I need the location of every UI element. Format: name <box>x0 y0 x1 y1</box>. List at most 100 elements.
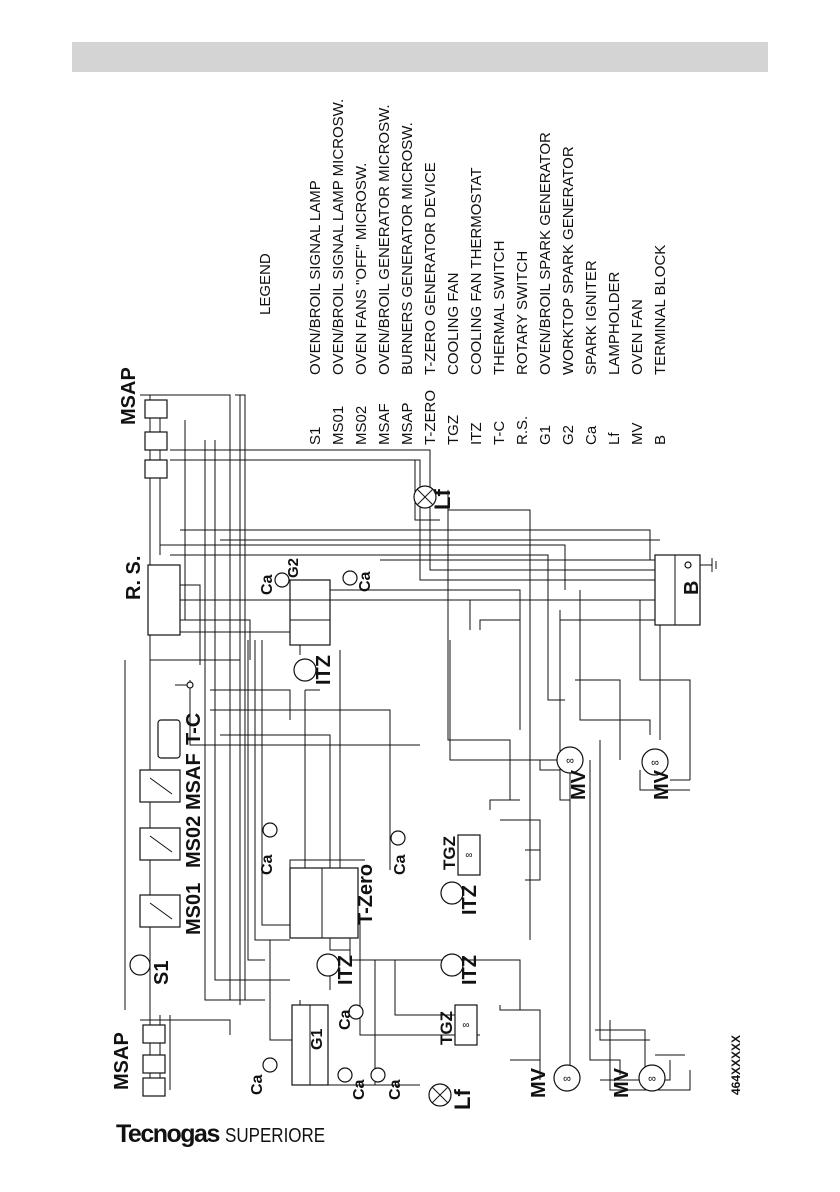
lf-label-bottom: Lf <box>450 1089 475 1110</box>
oven-fan-1: ∞ MV <box>556 746 590 800</box>
terminal-block: B <box>654 554 703 626</box>
ground-symbol <box>175 681 194 689</box>
legend-code: MSAP <box>399 402 416 445</box>
wiring <box>124 394 691 1091</box>
legend-desc: WORKTOP SPARK GENERATOR <box>560 146 577 375</box>
itz-label-2: ITZ <box>335 955 357 985</box>
spark-igniter-1: Ca <box>259 572 290 595</box>
svg-text:∞: ∞ <box>566 755 574 767</box>
cooling-fan-2: ∞ TGZ <box>437 1004 478 1046</box>
msaf-microswitch: MSAF <box>139 753 205 810</box>
legend-code: TGZ <box>445 415 462 445</box>
legend-code: MS02 <box>353 406 370 445</box>
document-code: 464XXXXX <box>729 1035 743 1095</box>
svg-text:Ca: Ca <box>357 571 374 592</box>
legend-desc: BURNERS GENERATOR MICROSW. <box>399 122 416 375</box>
cooling-fan-thermostat-3: ITZ <box>440 881 481 915</box>
svg-text:Ca: Ca <box>387 1079 404 1100</box>
svg-text:∞: ∞ <box>651 757 659 769</box>
worktop-spark-generator-g2: G2 <box>285 558 331 646</box>
legend-code: MV <box>629 423 646 446</box>
oven-fan-4: ∞ MV <box>611 1064 666 1098</box>
lampholder-top: Lf <box>413 485 455 510</box>
spark-igniter-3: Ca <box>259 822 278 875</box>
legend-desc: TERMINAL BLOCK <box>652 245 669 375</box>
legend-desc: OVEN/BROIL GENERATOR MICROSW. <box>376 104 393 375</box>
legend-code: B <box>652 435 669 445</box>
svg-text:∞: ∞ <box>648 1073 656 1085</box>
cooling-fan-1: ∞ TGZ <box>440 834 481 876</box>
thermal-switch-label: T-C <box>183 713 205 745</box>
tgz-label-2: TGZ <box>437 1011 456 1045</box>
brand-series: SUPERIORE <box>224 1125 325 1147</box>
legend-desc: SPARK IGNITER <box>583 260 600 375</box>
spark-igniter-6: Ca <box>249 1057 278 1095</box>
legend-code: T-C <box>491 421 508 445</box>
legend-desc: OVEN/BROIL SPARK GENERATOR <box>537 132 554 375</box>
msap-bottom-microswitch: MSAP <box>111 1024 166 1097</box>
cooling-fan-thermostat-2: ITZ <box>316 953 357 985</box>
svg-text:Ca: Ca <box>249 1074 266 1095</box>
g2-label: G2 <box>285 558 302 578</box>
spark-igniter-7: Ca <box>337 1067 368 1100</box>
legend-code: MS01 <box>330 406 347 445</box>
cooling-fan-thermostat-4: ITZ <box>440 953 481 985</box>
legend-desc: ROTARY SWITCH <box>514 251 531 375</box>
spark-igniter-2: Ca <box>342 570 374 592</box>
svg-text:Ca: Ca <box>259 854 276 875</box>
msap-top-label: MSAP <box>118 367 140 425</box>
legend-code: R.S. <box>514 416 531 445</box>
t-zero-label: T-Zero <box>355 864 377 925</box>
terminal-block-label: B <box>681 581 703 595</box>
svg-text:∞: ∞ <box>465 850 472 861</box>
legend-title: LEGEND <box>257 253 274 315</box>
mv-label-2: MV <box>651 769 673 800</box>
svg-text:Ca: Ca <box>337 1009 354 1030</box>
rotary-switch-label: R. S. <box>123 556 145 600</box>
spark-igniter-4: Ca <box>390 830 409 875</box>
itz-label-4: ITZ <box>459 955 481 985</box>
svg-text:Ca: Ca <box>392 854 409 875</box>
brand-logo: Tecnogas SUPERIORE <box>116 1120 343 1148</box>
legend-code: MSAF <box>376 403 393 445</box>
legend-desc: COOLING FAN <box>445 272 462 375</box>
mv-label-4: MV <box>611 1067 633 1098</box>
ms01-label: MS01 <box>183 883 205 935</box>
svg-text:∞: ∞ <box>563 1073 571 1085</box>
legend: LEGEND S1 OVEN/BROIL SIGNAL LAMP MS01 OV… <box>257 99 669 445</box>
mv-label-1: MV <box>568 769 590 800</box>
itz-label-1: ITZ <box>313 655 335 685</box>
msap-bottom-label: MSAP <box>111 1032 133 1090</box>
ms02-microswitch: MS02 <box>139 816 205 868</box>
rotary-switch: R. S. <box>123 556 181 636</box>
ms02-label: MS02 <box>183 816 205 868</box>
lampholder-bottom: Lf <box>428 1083 475 1110</box>
oven-fan-3: ∞ MV <box>528 1064 581 1098</box>
legend-code: Ca <box>583 425 600 445</box>
brand-name: Tecnogas <box>116 1120 220 1148</box>
g1-label: G1 <box>309 1029 326 1050</box>
legend-desc: T-ZERO GENERATOR DEVICE <box>422 162 439 375</box>
itz-label-3: ITZ <box>459 885 481 915</box>
mv-label-3: MV <box>528 1067 550 1098</box>
legend-code: S1 <box>307 427 324 445</box>
legend-code: Lf <box>606 432 623 445</box>
spark-igniter-8: Ca <box>370 1067 404 1100</box>
legend-desc: OVEN FANS "OFF" MICROSW. <box>353 163 370 375</box>
legend-desc: OVEN FAN <box>629 299 646 375</box>
ms01-microswitch: MS01 <box>139 883 205 935</box>
legend-code: ITZ <box>468 423 485 446</box>
legend-code: T-ZERO <box>422 390 439 445</box>
legend-desc: THERMAL SWITCH <box>491 241 508 375</box>
legend-desc: OVEN/BROIL SIGNAL LAMP <box>307 180 324 375</box>
svg-text:Ca: Ca <box>259 574 276 595</box>
header-bar <box>72 42 768 72</box>
legend-desc: OVEN/BROIL SIGNAL LAMP MICROSW. <box>330 99 347 375</box>
tgz-label-1: TGZ <box>440 836 459 870</box>
legend-desc: LAMPHOLDER <box>606 271 623 375</box>
s1-label: S1 <box>151 961 173 985</box>
t-zero-generator-device: T-Zero <box>289 864 377 939</box>
oven-fan-2: ∞ MV <box>641 748 673 800</box>
lf-label-top: Lf <box>430 489 455 510</box>
